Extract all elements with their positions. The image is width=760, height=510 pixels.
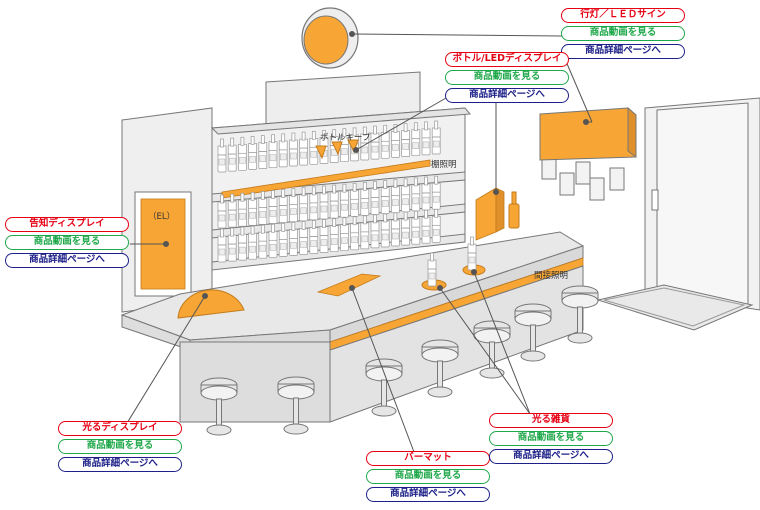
andon-detail-button[interactable]: 商品詳細ページへ [561,44,685,59]
andon-title: 行灯／ＬＥＤサイン [561,8,685,23]
bar-mat-video-button[interactable]: 商品動画を見る [366,469,490,484]
door [656,102,749,306]
notice-display-title: 告知ディスプレイ [5,217,129,232]
glowing-goods-title: 光る雑貨 [489,413,613,428]
notice-display-video-button[interactable]: 商品動画を見る [5,235,129,250]
group-bottle-display: ボトル/LEDディスプレイ 商品動画を見る 商品詳細ページへ [445,52,569,106]
andon-video-button[interactable]: 商品動画を見る [561,26,685,41]
bottle-display-title: ボトル/LEDディスプレイ [445,52,569,67]
frame-2 [559,172,575,196]
glowing-goods-detail-button[interactable]: 商品詳細ページへ [489,449,613,464]
andon-wall-box [539,107,637,161]
indirect-light-label: 間接照明 [534,271,569,281]
group-andon: 行灯／ＬＥＤサイン 商品動画を見る 商品詳細ページへ [561,8,685,62]
notice-display-detail-button[interactable]: 商品詳細ページへ [5,253,129,268]
glow-display-title: 光るディスプレイ [58,421,182,436]
group-glowing-goods: 光る雑貨 商品動画を見る 商品詳細ページへ [489,413,613,467]
bar-mat [316,273,382,297]
shelf-light-label: 棚照明 [431,160,457,170]
floor-mat [596,284,754,331]
glowing-goods-video-button[interactable]: 商品動画を見る [489,431,613,446]
bar-mat-title: バーマット [366,451,490,466]
door-handle [651,189,659,211]
el-label: （EL） [148,212,176,222]
bottle-display-panel [475,187,497,241]
leader-lines [123,31,593,453]
glow-display-video-button[interactable]: 商品動画を見る [58,439,182,454]
frame-3 [575,161,591,185]
frame-4 [589,177,605,201]
frame-5 [609,167,625,191]
shelf-board-2 [211,203,466,239]
bottle-keep-label: ボトルキープ [320,133,371,143]
floor-mat-inner [603,287,746,327]
bar-mat-detail-button[interactable]: 商品詳細ページへ [366,487,490,502]
glow-display-detail-button[interactable]: 商品詳細ページへ [58,457,182,472]
bottle-display-video-button[interactable]: 商品動画を見る [445,70,569,85]
group-bar-mat: バーマット 商品動画を見る 商品詳細ページへ [366,451,490,505]
bottle-display-detail-button[interactable]: 商品詳細ページへ [445,88,569,103]
keep-tag-2 [331,141,343,156]
glow-display [177,289,245,319]
keep-tag-1 [315,145,327,160]
shelf-board-1 [211,171,466,203]
round-sign-face [303,15,349,65]
keep-tag-3 [347,139,359,154]
group-notice-display: 告知ディスプレイ 商品動画を見る 商品詳細ページへ [5,217,129,271]
orange-bottle [508,203,520,229]
group-glow-display: 光るディスプレイ 商品動画を見る 商品詳細ページへ [58,421,182,475]
